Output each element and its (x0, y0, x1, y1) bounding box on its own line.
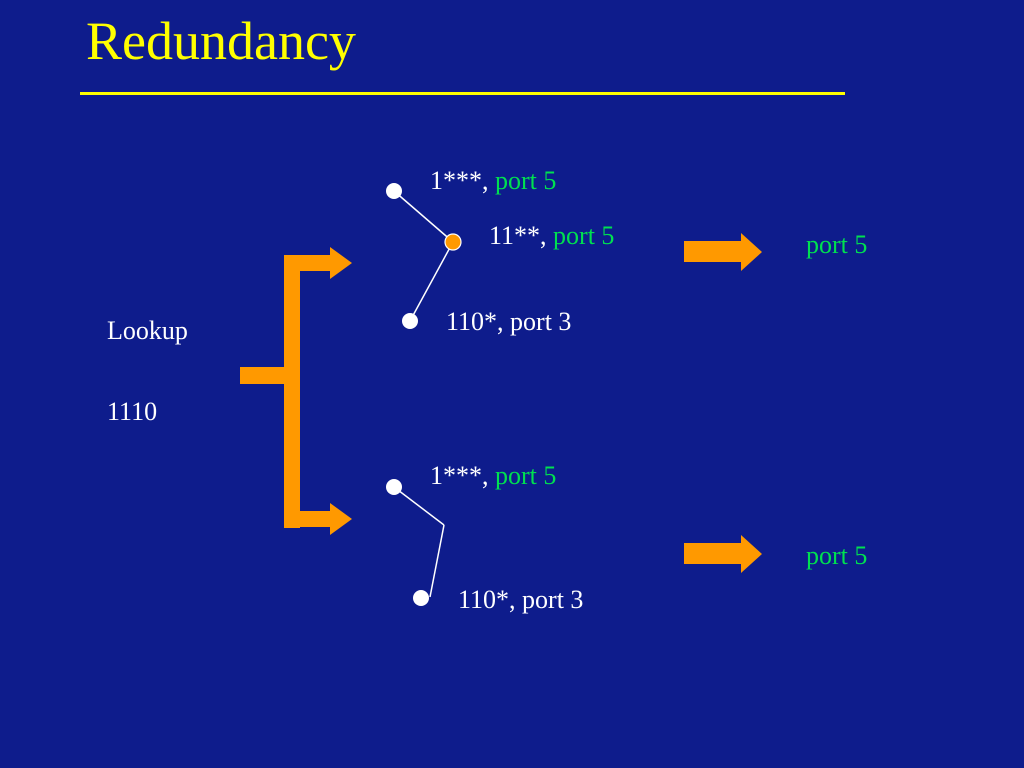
result-top: port 5 (806, 230, 868, 259)
result-bottom: port 5 (806, 541, 868, 570)
result-arrow-bottom (684, 535, 762, 573)
bottom-edge-1 (393, 486, 445, 526)
bottom-node-2-prefix: 110*, (458, 585, 516, 614)
top-node-3-prefix: 110*, (446, 307, 504, 336)
lookup-value: 1110 (107, 397, 158, 426)
top-node-3-label: 110*, port 3 (446, 309, 571, 335)
top-node-1-port: port 5 (495, 166, 557, 195)
top-edge-1 (393, 190, 454, 243)
lookup-label: Lookup (107, 316, 188, 345)
top-node-2-port: port 5 (553, 221, 615, 250)
bottom-node-1-port: port 5 (495, 461, 557, 490)
branch-arrow-top (284, 247, 352, 279)
branch-bar (284, 255, 300, 528)
bottom-node-1-label: 1***, port 5 (430, 463, 556, 489)
branch-arrow-bottom (284, 503, 352, 535)
top-node-2-label: 11**, port 5 (489, 223, 614, 249)
top-node-2-matched (444, 233, 462, 251)
top-node-3 (402, 313, 418, 329)
top-edge-2 (409, 241, 454, 322)
bottom-edge-2 (429, 524, 445, 598)
slide-title: Redundancy (86, 11, 356, 71)
top-node-3-port: port 3 (510, 307, 572, 336)
bottom-node-1-prefix: 1***, (430, 461, 489, 490)
top-node-1-prefix: 1***, (430, 166, 489, 195)
bottom-node-2 (413, 590, 429, 606)
result-arrow-top (684, 233, 762, 271)
top-node-2-prefix: 11**, (489, 221, 547, 250)
title-underline (80, 92, 845, 95)
top-node-1-label: 1***, port 5 (430, 168, 556, 194)
lookup-stub (240, 367, 286, 384)
bottom-node-2-label: 110*, port 3 (458, 587, 583, 613)
top-node-1 (386, 183, 402, 199)
bottom-node-1 (386, 479, 402, 495)
bottom-node-2-port: port 3 (522, 585, 584, 614)
